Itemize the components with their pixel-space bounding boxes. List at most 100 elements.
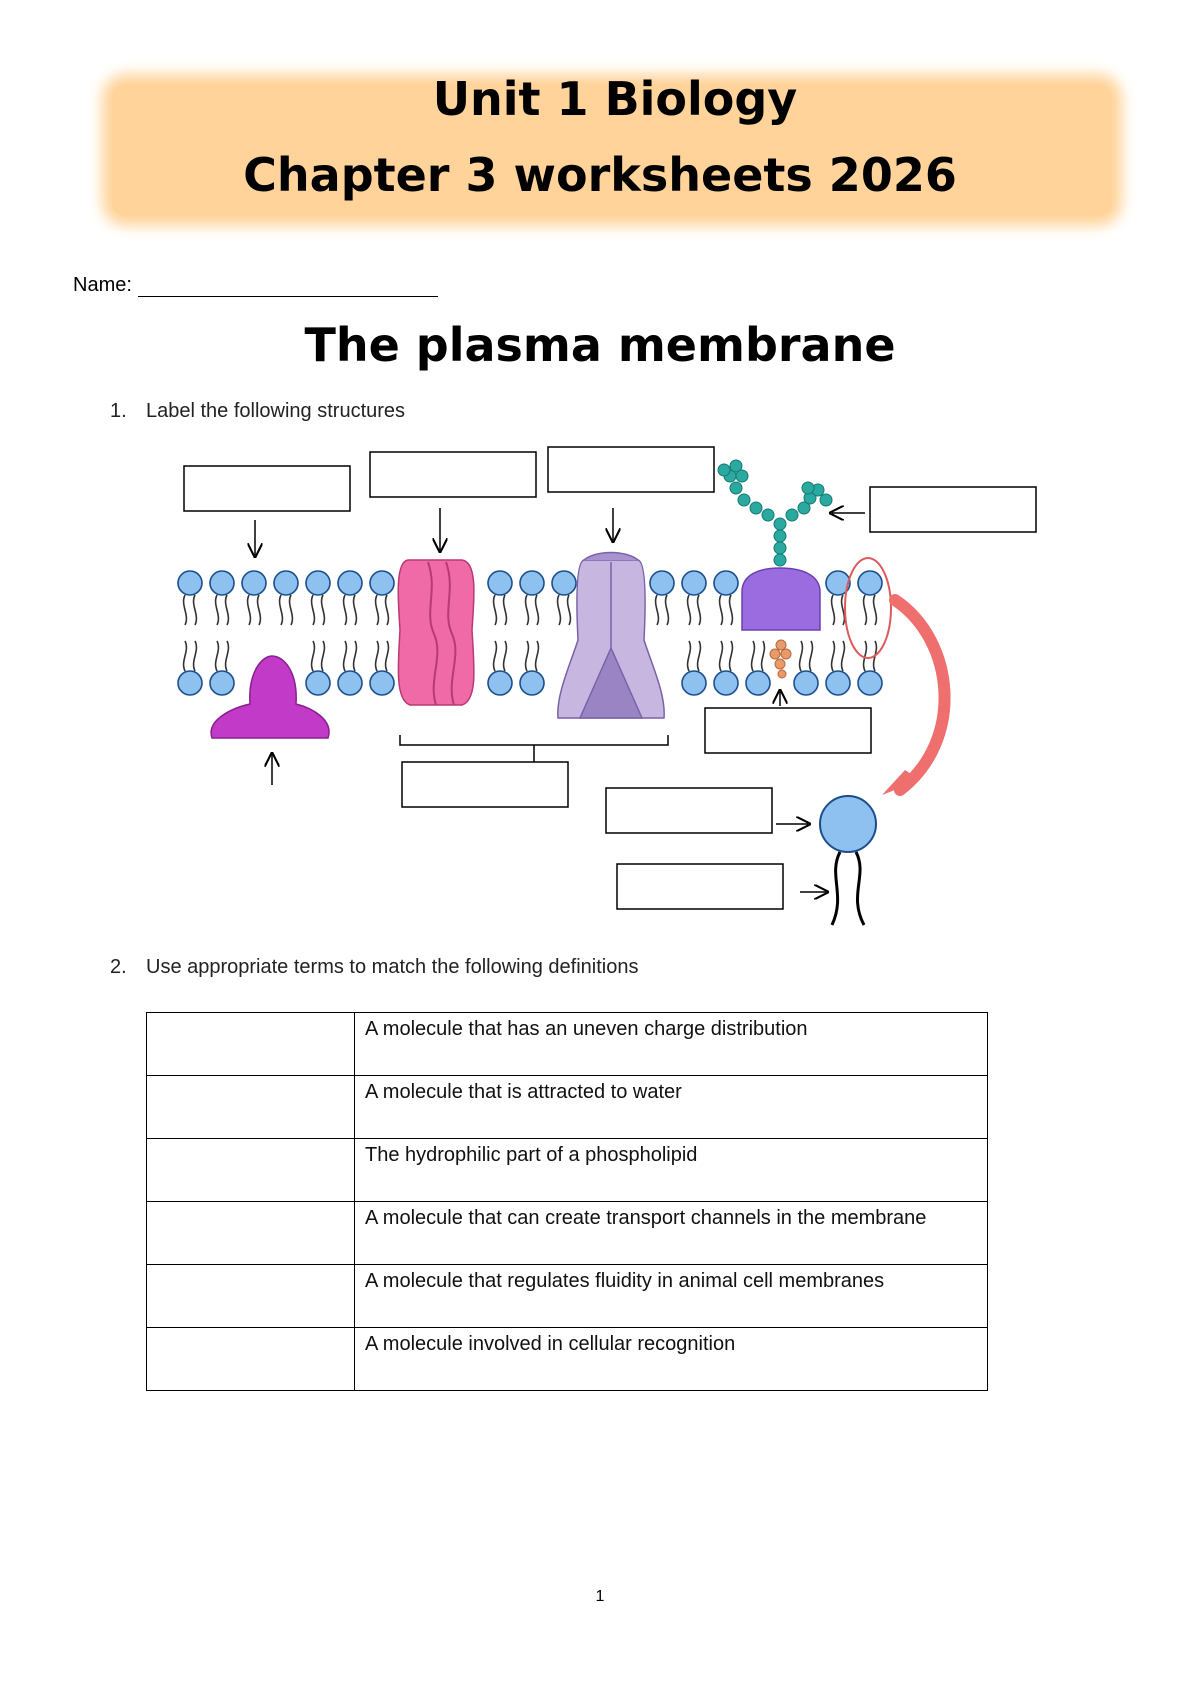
phospholipid-tail <box>534 640 540 672</box>
answer-cell[interactable] <box>146 1264 355 1328</box>
phospholipid-head <box>305 670 331 696</box>
label-box-integral-proteins <box>401 761 569 808</box>
definition-cell: A molecule that has an uneven charge dis… <box>354 1012 988 1076</box>
glycoprotein <box>741 567 821 631</box>
phospholipid-head <box>369 670 395 696</box>
phospholipid-tail <box>374 594 380 626</box>
phospholipid-tail <box>502 594 508 626</box>
phospholipid-tail <box>384 594 390 626</box>
phospholipid-tail <box>556 594 562 626</box>
highlight-circle <box>844 557 892 659</box>
answer-cell[interactable] <box>146 1075 355 1139</box>
label-boxes[interactable] <box>183 446 1037 910</box>
question-text: Use appropriate terms to match the follo… <box>146 956 639 978</box>
phospholipid-head <box>241 570 267 596</box>
name-label: Name: <box>73 274 132 296</box>
phospholipid-tail <box>808 640 814 672</box>
phospholipid-tail <box>696 594 702 626</box>
phospholipid-tail <box>492 640 498 672</box>
phospholipid-tail <box>224 594 230 626</box>
sugar-unit <box>785 508 799 522</box>
sugar-unit <box>737 493 751 507</box>
answer-cell[interactable] <box>146 1138 355 1202</box>
pointer-arrows <box>255 508 865 892</box>
label-box-phospholipid-tail <box>616 863 784 910</box>
phospholipid-head <box>681 670 707 696</box>
table-row: A molecule involved in cellular recognit… <box>146 1327 988 1391</box>
phospholipid-tail <box>214 640 220 672</box>
curved-red-arrow <box>889 594 951 796</box>
worksheet-title: Chapter 3 worksheets 2026 <box>243 148 957 202</box>
question-number: 2. <box>110 956 127 978</box>
label-box-carrier-protein <box>547 446 715 493</box>
phospholipid-head <box>273 570 299 596</box>
phospholipid-tail <box>224 640 230 672</box>
definitions-table: A molecule that has an uneven charge dis… <box>146 1012 988 1391</box>
sugar-unit <box>735 469 749 483</box>
table-row: A molecule that regulates fluidity in an… <box>146 1264 988 1328</box>
phospholipid-tail <box>534 594 540 626</box>
unit-title: Unit 1 Biology <box>432 72 798 126</box>
phospholipid-head <box>649 570 675 596</box>
phospholipid-tail <box>320 640 326 672</box>
phospholipid-head <box>209 570 235 596</box>
phospholipid-tail <box>798 640 804 672</box>
phospholipid-head <box>825 670 851 696</box>
phospholipid-head <box>519 670 545 696</box>
label-box-channel-protein <box>369 451 537 498</box>
phospholipid-tail <box>862 640 868 672</box>
integral-protein-bracket <box>399 735 669 762</box>
phospholipid-tail <box>342 594 348 626</box>
phospholipid-tail <box>566 594 572 626</box>
answer-cell[interactable] <box>146 1201 355 1265</box>
plasma-membrane-diagram <box>177 446 1037 926</box>
phospholipid-tail <box>182 594 188 626</box>
phospholipid-tail <box>256 594 262 626</box>
phospholipid-tail <box>750 640 756 672</box>
phospholipid-tail <box>760 640 766 672</box>
phospholipid-head-enlarged <box>819 795 877 853</box>
definition-cell: A molecule that can create transport cha… <box>354 1201 988 1265</box>
phospholipid-tail <box>214 594 220 626</box>
section-title: The plasma membrane <box>304 318 896 372</box>
label-box-cholesterol <box>704 707 872 754</box>
sugar-unit <box>773 541 787 555</box>
table-row: A molecule that has an uneven charge dis… <box>146 1012 988 1076</box>
phospholipid-tail <box>352 640 358 672</box>
definition-cell: A molecule that regulates fluidity in an… <box>354 1264 988 1328</box>
phospholipid-head <box>825 570 851 596</box>
answer-cell[interactable] <box>146 1012 355 1076</box>
channel-protein <box>397 559 475 706</box>
phospholipid-tail <box>288 594 294 626</box>
sugar-unit <box>717 463 731 477</box>
phospholipid-bilayer <box>177 570 883 696</box>
peripheral-protein <box>210 655 330 739</box>
phospholipid-head <box>745 670 771 696</box>
name-blank-line[interactable] <box>137 276 438 297</box>
table-row: The hydrophilic part of a phospholipid <box>146 1138 988 1202</box>
phospholipid-head <box>551 570 577 596</box>
phospholipid-tail <box>320 594 326 626</box>
phospholipid-head <box>177 570 203 596</box>
phospholipid-tail <box>718 594 724 626</box>
sugar-unit <box>729 481 743 495</box>
phospholipid-tail <box>524 594 530 626</box>
phospholipid-tail <box>840 640 846 672</box>
phospholipid-tail <box>728 640 734 672</box>
phospholipid-head <box>337 570 363 596</box>
phospholipid-tail <box>310 594 316 626</box>
phospholipid-tail <box>664 594 670 626</box>
phospholipid-tail <box>310 640 316 672</box>
phospholipid-tail <box>830 640 836 672</box>
phospholipid-tail <box>862 594 868 626</box>
phospholipid-head <box>369 570 395 596</box>
phospholipid-head <box>713 670 739 696</box>
phospholipid-tail <box>840 594 846 626</box>
phospholipid-tail <box>686 640 692 672</box>
table-row: A molecule that is attracted to water <box>146 1075 988 1139</box>
phospholipid-head <box>209 670 235 696</box>
answer-cell[interactable] <box>146 1327 355 1391</box>
phospholipid-tail <box>374 640 380 672</box>
phospholipid-head <box>681 570 707 596</box>
phospholipid-tail <box>342 640 348 672</box>
